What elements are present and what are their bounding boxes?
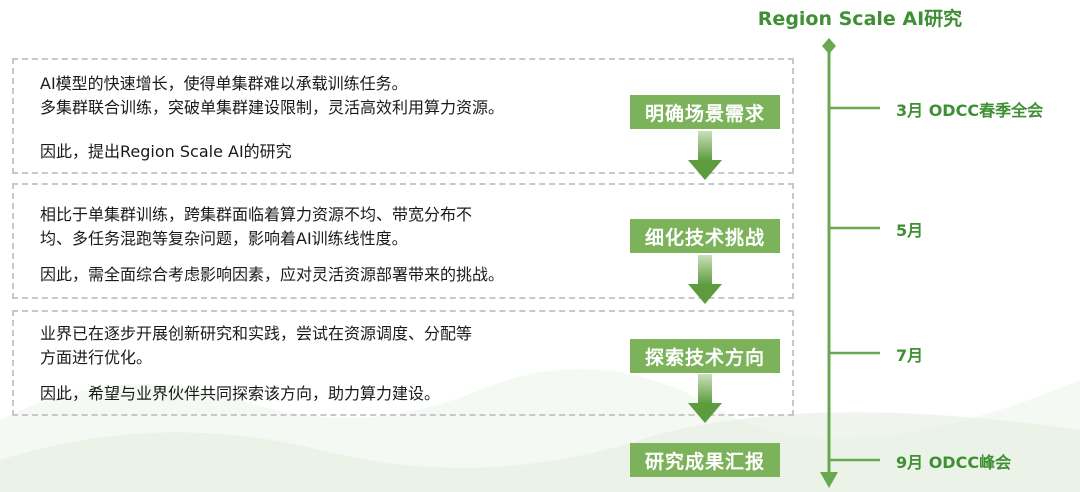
panel-line: 均、多任务混跑等复杂问题，影响着AI训练线性度。 [40,229,408,248]
panel-line: 多集群联合训练，突破单集群建设限制，灵活高效利用算力资源。 [40,98,505,117]
milestone-may: 5月 [896,221,924,240]
panel-line: AI模型的快速增长，使得单集群难以承载训练任务。 [40,74,408,93]
down-arrow-icon [688,255,722,304]
step-clarify-requirements: 明确场景需求 [630,95,780,129]
panel-challenges: 相比于单集群训练，跨集群面临着算力资源不均、带宽分布不 均、多任务混跑等复杂问题… [12,183,794,299]
step-explore-direction: 探索技术方向 [630,339,780,373]
panel-line: 业界已在逐步开展创新研究和实践，尝试在资源调度、分配等 [40,324,473,343]
down-arrow-icon [688,131,722,180]
panel-direction: 业界已在逐步开展创新研究和实践，尝试在资源调度、分配等 方面进行优化。 因此，希… [12,310,794,416]
panel-line: 相比于单集群训练，跨集群面临着算力资源不均、带宽分布不 [40,205,473,224]
panel-line: 因此，需全面综合考虑影响因素，应对灵活资源部署带来的挑战。 [40,265,505,284]
timeline-start-diamond-icon [822,38,836,54]
panel-line: 方面进行优化。 [40,348,153,367]
milestone-july: 7月 [896,346,924,365]
panel-scenario: AI模型的快速增长，使得单集群难以承载训练任务。 多集群联合训练，突破单集群建设… [12,58,794,174]
down-arrow-icon [688,374,722,423]
milestone-march: 3月 ODCC春季全会 [896,101,1044,120]
step-refine-challenges: 细化技术挑战 [630,219,780,253]
milestone-september: 9月 ODCC峰会 [896,453,1012,472]
timeline-end-arrow-icon [820,472,838,488]
panel-line: 因此，希望与业界伙伴共同探索该方向，助力算力建设。 [40,384,441,403]
timeline-title: Region Scale AI研究 [757,8,963,30]
step-report-results: 研究成果汇报 [630,443,780,477]
panel-line: 因此，提出Region Scale AI的研究 [40,142,292,161]
